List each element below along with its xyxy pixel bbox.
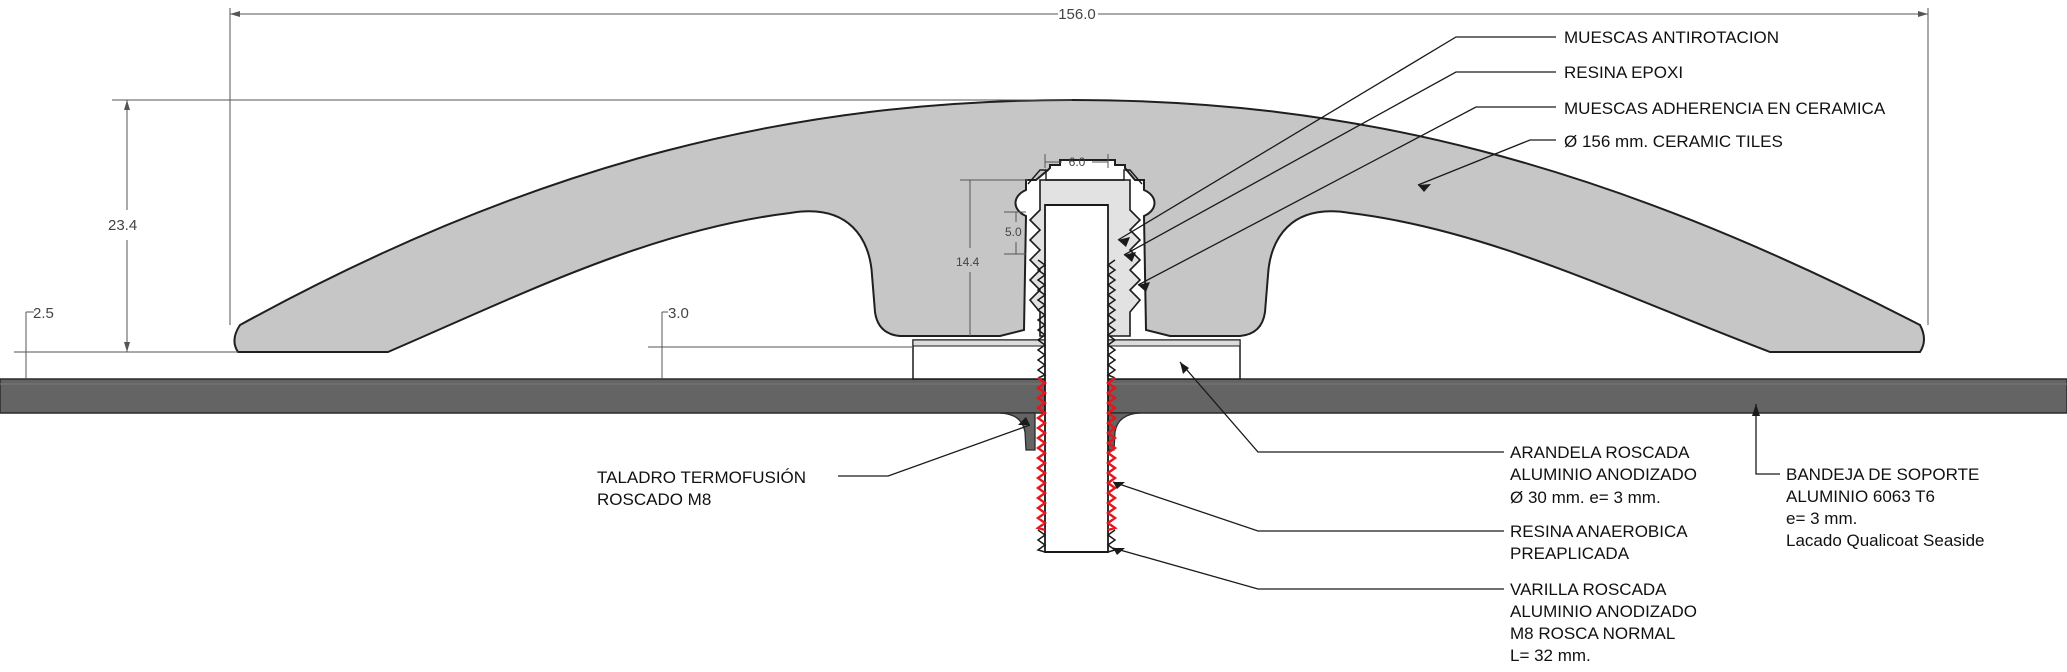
rod-thread-right-upper (1106, 259, 1117, 379)
leader-resina-epoxi (1123, 71, 1556, 256)
ceramic-tile (233, 98, 1925, 353)
rod-thread-right-lower (1106, 529, 1117, 553)
label-varilla-1: VARILLA ROSCADA (1510, 580, 1667, 599)
dim-boss-height: 14.4 (956, 255, 980, 269)
rod-thread-left-upper (1036, 259, 1047, 379)
leader-muescas-antirotacion (1117, 36, 1556, 241)
label-ceramic-tiles: Ø 156 mm. CERAMIC TILES (1564, 132, 1783, 151)
label-arandela-2: ALUMINIO ANODIZADO (1510, 465, 1697, 484)
leader-arandela (1179, 361, 1504, 453)
dim-overall-width: 156.0 (1058, 6, 1096, 23)
dim-edge-thickness: 2.5 (33, 305, 54, 322)
label-arandela-1: ARANDELA ROSCADA (1510, 443, 1690, 462)
label-bandeja-3: e= 3 mm. (1786, 509, 1857, 528)
dim-overall-height: 23.4 (108, 217, 137, 234)
label-bandeja-4: Lacado Qualicoat Seaside (1786, 531, 1984, 550)
leader-muescas-adherencia (1137, 106, 1556, 286)
label-taladro-2: ROSCADO M8 (597, 490, 711, 509)
label-muescas-adherencia: MUESCAS ADHERENCIA EN CERAMICA (1564, 99, 1886, 118)
leader-varilla (1112, 547, 1504, 590)
dim-washer-thickness: 3.0 (668, 305, 689, 322)
rod-thread-left-lower (1036, 529, 1047, 553)
dim-boss-width: 6.0 (1069, 155, 1086, 169)
label-resina-anaerobica-2: PREAPLICADA (1510, 544, 1630, 563)
label-varilla-4: L= 32 mm. (1510, 646, 1591, 665)
leader-ceramic-tiles (1417, 139, 1556, 186)
label-resina-anaerobica-1: RESINA ANAEROBICA (1510, 522, 1688, 541)
label-bandeja-2: ALUMINIO 6063 T6 (1786, 487, 1935, 506)
anaerobic-resin-right (1105, 377, 1118, 532)
dim-groove-pitch: 5.0 (1005, 225, 1022, 239)
leader-resina-anaerobica (1112, 481, 1504, 532)
threaded-rod (1044, 204, 1109, 553)
rod-top (1044, 204, 1109, 553)
leader-bandeja (1755, 404, 1780, 475)
label-resina-epoxi: RESINA EPOXI (1564, 63, 1683, 82)
leader-taladro (838, 424, 1031, 477)
drill-collar-left (999, 412, 1036, 451)
label-varilla-3: M8 ROSCA NORMAL (1510, 624, 1675, 643)
label-muescas-antirotacion: MUESCAS ANTIROTACION (1564, 28, 1779, 47)
label-taladro-1: TALADRO TERMOFUSIÓN (597, 468, 806, 487)
anaerobic-resin-left (1035, 377, 1048, 532)
label-arandela-3: Ø 30 mm. e= 3 mm. (1510, 488, 1661, 507)
label-varilla-2: ALUMINIO ANODIZADO (1510, 602, 1697, 621)
label-bandeja-1: BANDEJA DE SOPORTE (1786, 465, 1979, 484)
